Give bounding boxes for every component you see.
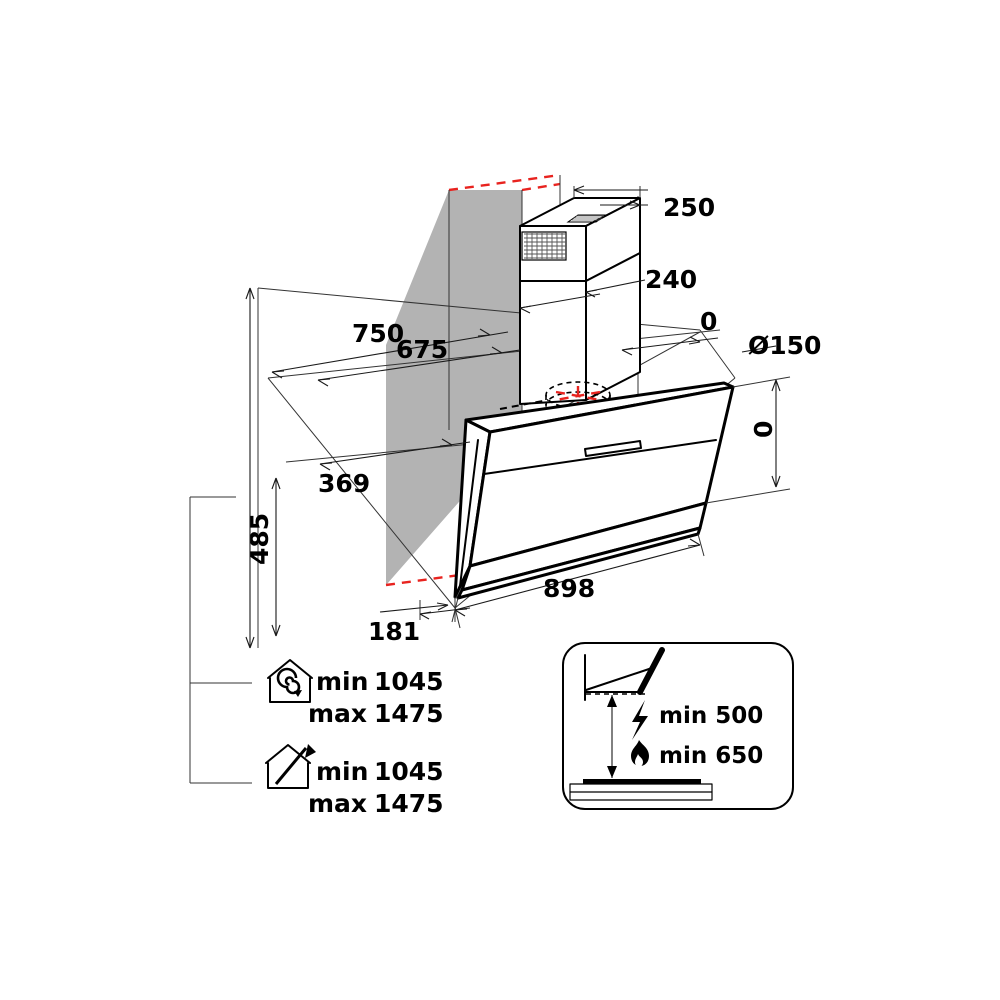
dim-240-label: 240: [645, 265, 697, 294]
inset-hob-surface: [583, 779, 701, 784]
dim-898-label: 898: [543, 574, 595, 603]
chimney-grille-top: [566, 214, 608, 223]
dim-369: 369: [318, 438, 471, 498]
inset-hob-body: [569, 783, 713, 801]
hood-front-seam: [483, 439, 717, 475]
control-slot: [584, 440, 642, 457]
legend-1-max-label: max: [308, 699, 367, 728]
chimney-grille-front: [521, 231, 567, 261]
chimney-lower-front: [519, 280, 587, 405]
hood-top-hidden-edge: [499, 399, 549, 410]
wall-reference-lines: [385, 173, 561, 587]
dim-675-label: 675: [396, 335, 448, 364]
legend-1-min-label: min: [316, 667, 368, 696]
dim-750: 750: [271, 319, 509, 379]
flame-icon: [631, 740, 649, 767]
dim-zero-top-label: 0: [700, 307, 717, 336]
wall-panel: [386, 190, 522, 585]
ducted-exhaust-house-icon: [265, 744, 316, 789]
dim-675: 675: [317, 335, 521, 387]
dim-181: 181: [368, 597, 471, 646]
legend-2-max-value: 1475: [374, 789, 444, 818]
dim-250-label: 250: [663, 193, 715, 222]
dim-duct-diameter: Ø150: [741, 331, 821, 360]
legend-item-ducted: min 1045 max 1475: [265, 744, 444, 818]
dim-898: 898: [451, 533, 705, 623]
dim-zero-right-label: 0: [749, 421, 778, 438]
inset-row-2-label: min 650: [659, 743, 763, 769]
legend-1-max-value: 1475: [374, 699, 444, 728]
chimney: [519, 197, 641, 405]
dim-overall-height: [245, 287, 255, 649]
hood-left-bevel: [459, 439, 479, 587]
dim-181-label: 181: [368, 617, 420, 646]
inset-frame: [562, 642, 794, 810]
dim-duct-diameter-label: Ø150: [748, 331, 821, 360]
legend-2-min-value: 1045: [374, 757, 444, 786]
legend-1-min-value: 1045: [374, 667, 444, 696]
recirculation-house-icon: [267, 659, 313, 703]
hood-body: [453, 381, 735, 600]
red-wall-top-line-2: [521, 182, 561, 192]
dim-750-label: 750: [352, 319, 404, 348]
red-wall-top-line: [448, 173, 561, 192]
inset-row-1-label: min 500: [659, 703, 763, 729]
red-wall-bottom-line: [385, 573, 461, 587]
legend-bracket: [189, 496, 252, 784]
dim-240: 240: [519, 265, 697, 314]
inset-hood-body: [585, 667, 653, 693]
lightning-bolt-icon: [632, 700, 648, 740]
legend-2-min-label: min: [316, 757, 368, 786]
dim-zero-top: 0: [621, 307, 719, 356]
legend-2-max-label: max: [308, 789, 367, 818]
dim-zero-right: 0: [705, 376, 791, 504]
legend-item-recirculation: min 1045 max 1475: [267, 659, 444, 728]
inset-clearance-diagram: min 500 min 650: [562, 642, 794, 810]
dim-250: 250: [573, 185, 715, 222]
dim-485-label: 485: [245, 513, 274, 565]
dim-369-label: 369: [318, 469, 370, 498]
